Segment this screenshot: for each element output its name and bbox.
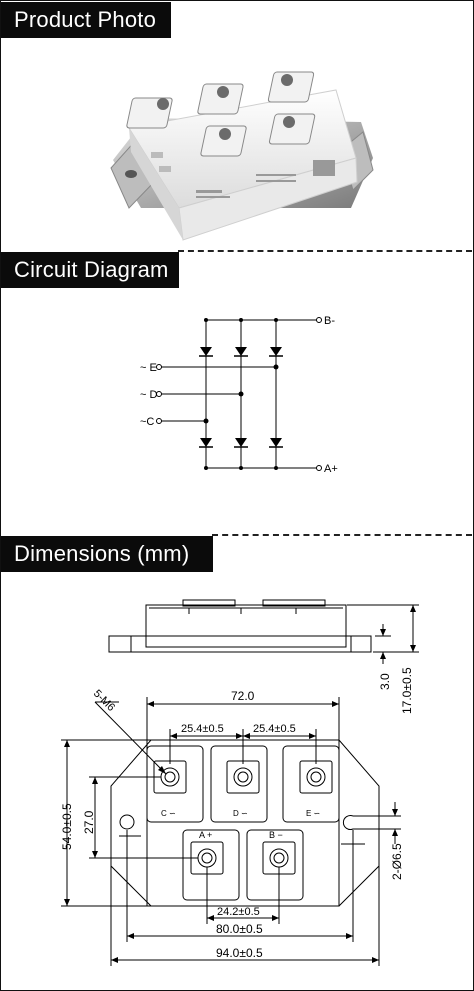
dim-94: 94.0±0.5 (216, 946, 263, 960)
circuit-diagram-header: Circuit Diagram (1, 252, 179, 288)
section-divider (212, 534, 472, 536)
label-b-minus: B- (324, 315, 335, 327)
dimensions-header: Dimensions (mm) (1, 536, 213, 572)
dim-25-4-right: 25.4±0.5 (253, 723, 296, 735)
dimensions-title: Dimensions (mm) (14, 541, 190, 566)
dimensions-drawing: 3.0 17.0±0.5 (60, 599, 419, 966)
dim-2-6-5: 2-Ø6.5 (390, 843, 404, 880)
terminal-b-label: B − (269, 830, 283, 840)
circuit-diagram-title: Circuit Diagram (14, 257, 169, 282)
product-photo-title: Product Photo (14, 7, 157, 32)
label-d: ~ D (140, 389, 157, 401)
circuit-diagram-section: B- A+ ~ E ~ D ~C (1, 290, 473, 530)
terminal-e-label: E ∽ (306, 809, 320, 818)
section-divider (178, 250, 472, 252)
dim-5-m6: 5-M6 (91, 688, 117, 714)
dim-27: 27.0 (82, 810, 96, 834)
terminal-c-label: C ∽ (161, 809, 176, 818)
product-photo-header: Product Photo (1, 2, 171, 38)
product-photo-image (110, 71, 374, 241)
label-e: ~ E (140, 362, 157, 374)
terminal-d-label: D ∽ (233, 809, 248, 818)
label-c: ~C (140, 416, 154, 428)
dim-17: 17.0±0.5 (400, 667, 414, 714)
dim-80: 80.0±0.5 (216, 922, 263, 936)
dim-24-2: 24.2±0.5 (217, 906, 260, 918)
dim-3: 3.0 (378, 673, 392, 690)
dim-72: 72.0 (231, 689, 255, 703)
circuit-diagram: B- A+ ~ E ~ D ~C (140, 315, 338, 475)
terminal-a-label: A + (199, 830, 212, 840)
product-photo-section (1, 40, 473, 248)
dim-54: 54.0±0.5 (60, 803, 74, 850)
label-a-plus: A+ (324, 463, 338, 475)
dimensions-section: 3.0 17.0±0.5 (1, 574, 473, 986)
dim-25-4-left: 25.4±0.5 (181, 723, 224, 735)
